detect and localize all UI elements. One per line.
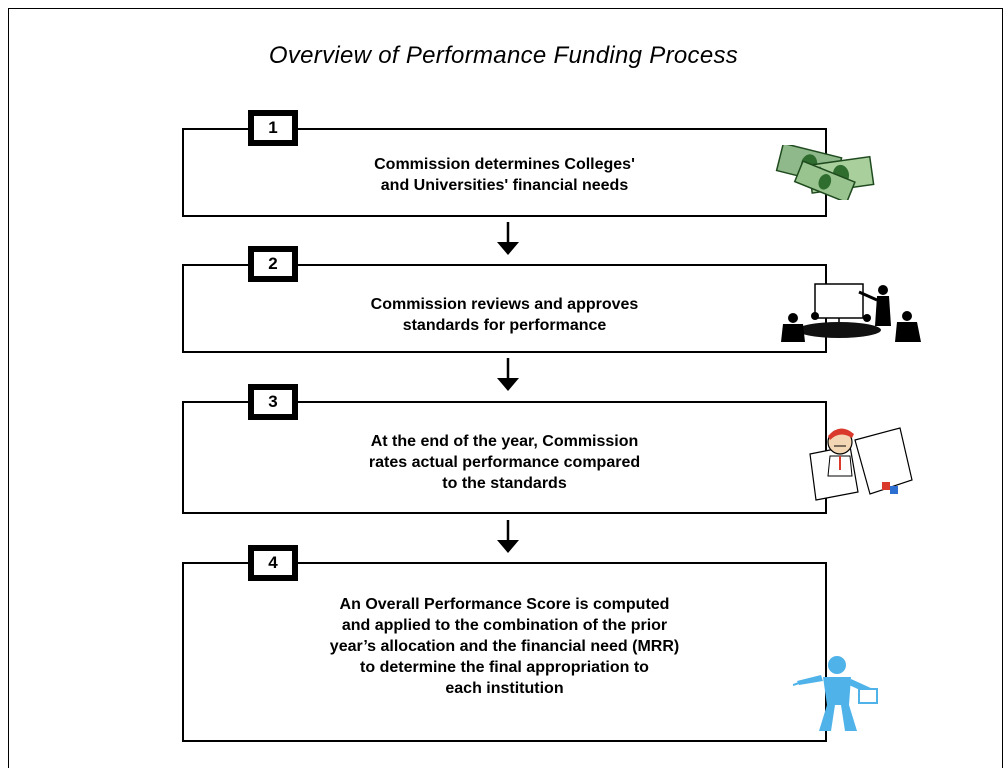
step-3-line-2: rates actual performance compared <box>368 454 641 471</box>
step-4-line-5: each institution <box>445 680 564 697</box>
step-number-1: 1 <box>248 110 298 146</box>
step-2-line-1: Commission reviews and approves <box>370 296 639 313</box>
step-2-line-2: standards for performance <box>402 317 607 334</box>
arrow-3-to-4 <box>497 520 519 553</box>
arrow-1-to-2 <box>497 222 519 255</box>
meeting-presentation-icon <box>781 283 921 342</box>
step-4-line-1: An Overall Performance Score is computed <box>339 596 670 613</box>
step-4-line-2: and applied to the combination of the pr… <box>341 617 668 634</box>
presenter-figure-icon <box>793 656 878 731</box>
step-number-2: 2 <box>248 246 298 282</box>
money-icon <box>775 145 875 200</box>
step-1-text: Commission determines Colleges' and Univ… <box>234 154 775 196</box>
step-4-line-3: year’s allocation and the financial need… <box>329 638 680 655</box>
step-3-line-3: to the standards <box>442 475 567 492</box>
step-2-text: Commission reviews and approves standard… <box>234 294 775 336</box>
step-number-4: 4 <box>248 545 298 581</box>
step-1-line-1: Commission determines Colleges' <box>374 156 635 173</box>
step-4-text: An Overall Performance Score is computed… <box>234 594 775 699</box>
step-3-text: At the end of the year, Commission rates… <box>234 431 775 494</box>
step-1-line-2: and Universities' financial needs <box>380 177 629 194</box>
diagram-title: Overview of Performance Funding Process <box>268 42 739 69</box>
step-box-4: An Overall Performance Score is computed… <box>182 562 827 742</box>
step-3-line-1: At the end of the year, Commission <box>370 433 639 450</box>
step-4-line-4: to determine the final appropriation to <box>360 659 649 676</box>
arrow-2-to-3 <box>497 358 519 391</box>
rating-person-icon <box>809 427 913 501</box>
page-frame <box>8 8 1003 768</box>
step-number-3: 3 <box>248 384 298 420</box>
